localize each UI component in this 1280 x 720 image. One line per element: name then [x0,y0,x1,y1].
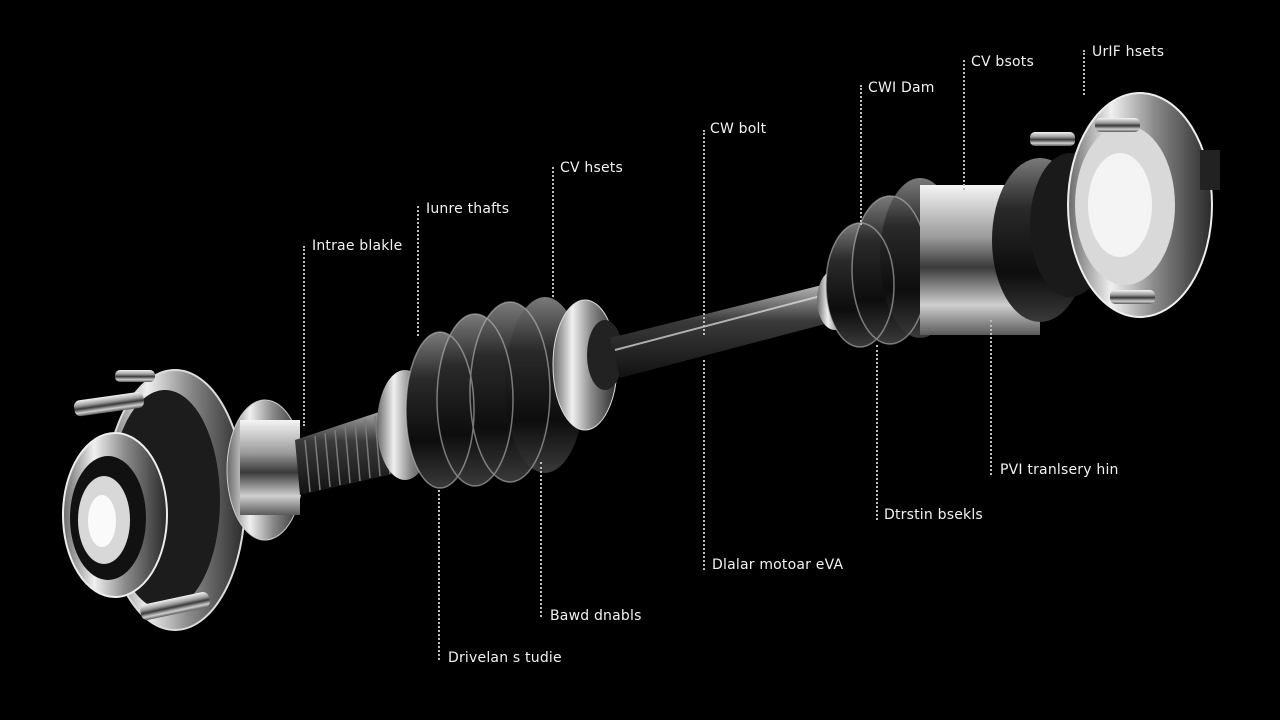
label-cv-boots: CV bsots [971,54,1034,70]
leader-dealer-motor [703,360,705,570]
label-cv-dam: CWI Dam [868,80,935,96]
label-outer-boots: Dtrstin bsekls [884,507,983,523]
left-collar [226,399,304,541]
label-cv-inlet: CV hsets [560,160,623,176]
leader-intake-blade [303,246,305,426]
label-bawl-double: Bawd dnabls [550,608,642,624]
leader-outer-boots [876,345,878,520]
leader-bawl-double [540,462,542,617]
leader-unit-hub [1083,50,1085,95]
label-unit-hub: UrIF hsets [1092,44,1165,60]
leader-drive-wheel [438,490,440,660]
left-hub-flange [62,369,246,631]
leader-inner-shaft [417,206,419,336]
leader-cv-inlet [552,167,554,297]
right-hub-flange [1030,92,1220,318]
right-cv-boot [817,153,1110,348]
leader-cv-boots [963,60,965,190]
label-intake-blade: Intrae blakle [312,238,403,254]
leader-cv-dam [860,85,862,225]
label-dealer-motor: Dlalar motoar eVA [712,557,844,573]
label-cv-boot: CW bolt [710,121,767,137]
label-pw-transfer: PVI tranlsery hin [1000,462,1119,478]
leader-cv-boot [703,130,705,335]
left-cv-boot [377,297,623,489]
label-inner-shaft: Iunre thafts [426,201,510,217]
center-shaft [610,283,840,378]
leader-pw-transfer [990,320,992,475]
label-drive-wheel: Drivelan s tudie [448,650,562,666]
